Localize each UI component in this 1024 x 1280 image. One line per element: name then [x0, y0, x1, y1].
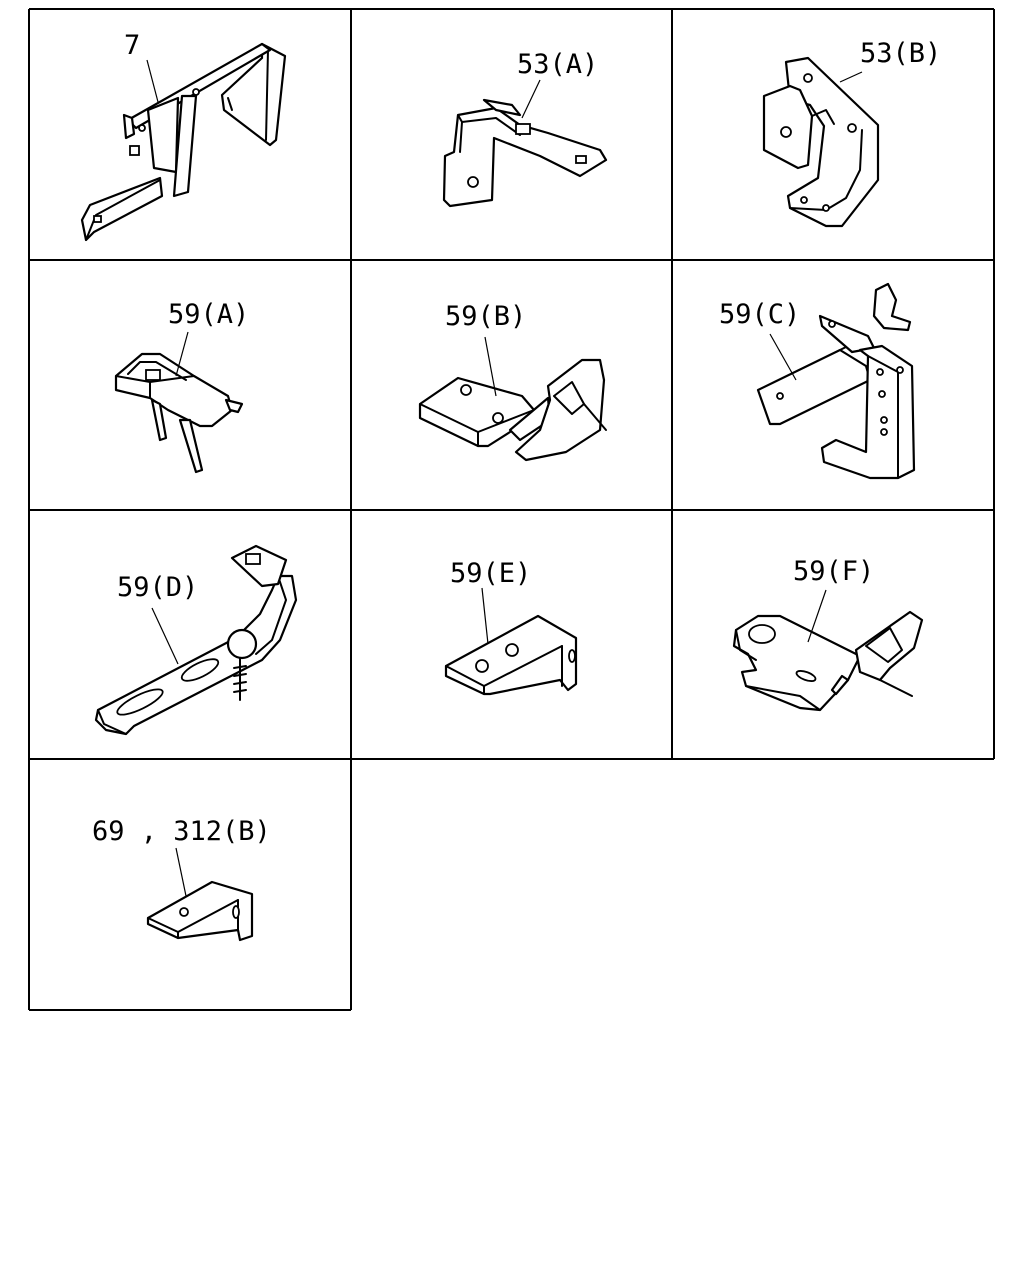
part-7-drawing — [80, 42, 287, 242]
label-59e: 59(E) — [450, 558, 531, 589]
part-59e-drawing — [444, 587, 578, 696]
label-69-312b: 69 , 312(B) — [92, 816, 271, 847]
label-59a: 59(A) — [168, 299, 249, 330]
part-59a: 59(A) — [114, 299, 249, 474]
part-59e: 59(E) — [444, 558, 578, 696]
grid-frame — [28, 8, 995, 1011]
part-59f: 59(F) — [732, 556, 924, 712]
part-53b-drawing — [762, 56, 880, 228]
part-53a-drawing — [442, 79, 608, 208]
part-53b: 53(B) — [762, 38, 941, 228]
label-59d: 59(D) — [117, 572, 198, 603]
part-59b: 59(B) — [418, 301, 607, 462]
part-59b-drawing — [418, 336, 607, 462]
part-59f-drawing — [732, 589, 924, 712]
label-53a: 53(A) — [517, 49, 598, 80]
part-53a: 53(A) — [442, 49, 608, 208]
part-59d: 59(D) — [94, 544, 298, 736]
part-59c: 59(C) — [719, 282, 916, 480]
part-69-312b: 69 , 312(B) — [92, 816, 271, 942]
part-59d-drawing — [94, 544, 298, 736]
part-69-312b-drawing — [146, 847, 254, 942]
part-59c-drawing — [756, 282, 916, 480]
label-59c: 59(C) — [719, 299, 800, 330]
label-59b: 59(B) — [445, 301, 526, 332]
part-7: 7 — [80, 30, 287, 242]
label-53b: 53(B) — [860, 38, 941, 69]
label-7: 7 — [124, 30, 140, 61]
label-59f: 59(F) — [793, 556, 874, 587]
part-59a-drawing — [114, 331, 244, 474]
